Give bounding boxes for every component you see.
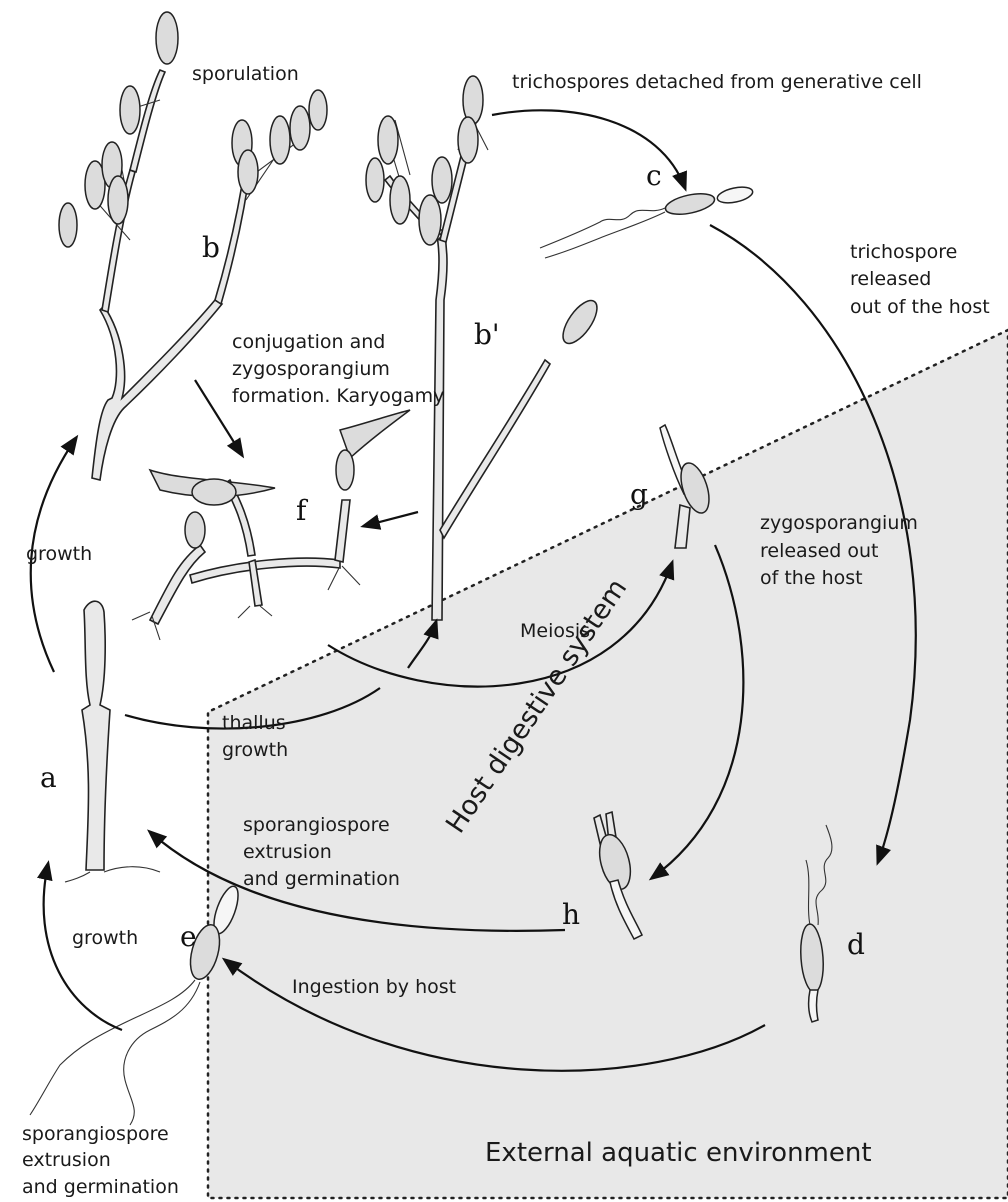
label-sporangio-bottom-2: extrusion <box>22 1149 111 1171</box>
stage-letter-c: c <box>646 159 662 192</box>
label-zygo-released-3: of the host <box>760 567 863 589</box>
label-zygo-released-1: zygosporangium <box>760 512 918 534</box>
stage-letter-a: a <box>40 761 57 794</box>
label-trichospore-released-1: trichospore <box>850 241 957 263</box>
label-trichospores-detached: trichospores detached from generative ce… <box>512 71 922 93</box>
stage-letter-g: g <box>630 478 648 511</box>
stage-letter-b: b <box>202 231 220 264</box>
stage-letter-b-prime: b' <box>474 318 500 351</box>
arrow-b-prime-to-f <box>364 512 418 526</box>
stage-letter-d: d <box>847 928 865 961</box>
label-sporangio-mid-1: sporangiospore <box>243 814 390 836</box>
label-thallus-2: growth <box>222 739 288 761</box>
label-conjugation-3: formation. Karyogamy <box>232 385 444 407</box>
stage-letter-e: e <box>180 920 197 953</box>
label-sporangio-bottom-3: and germination <box>22 1176 179 1198</box>
sporulation-spores <box>59 12 327 247</box>
label-sporangio-mid-3: and germination <box>243 868 400 890</box>
label-sporulation: sporulation <box>192 63 299 85</box>
organism-a <box>65 601 160 882</box>
label-external-environment: External aquatic environment <box>485 1138 872 1168</box>
label-conjugation-1: conjugation and <box>232 331 385 353</box>
label-conjugation-2: zygosporangium <box>232 358 390 380</box>
label-sporangio-mid-2: extrusion <box>243 841 332 863</box>
label-ingestion: Ingestion by host <box>292 976 456 998</box>
stage-letter-h: h <box>562 898 580 931</box>
label-trichospore-released-3: out of the host <box>850 296 990 318</box>
label-trichospore-released-2: released <box>850 268 931 290</box>
label-thallus-1: thallus <box>222 712 286 734</box>
organism-c <box>540 184 754 258</box>
stage-letter-f: f <box>296 494 309 527</box>
label-growth-upper: growth <box>26 543 92 565</box>
label-zygo-released-2: released out <box>760 540 879 562</box>
label-sporangio-bottom-1: sporangiospore <box>22 1123 169 1145</box>
label-growth-lower: growth <box>72 927 138 949</box>
